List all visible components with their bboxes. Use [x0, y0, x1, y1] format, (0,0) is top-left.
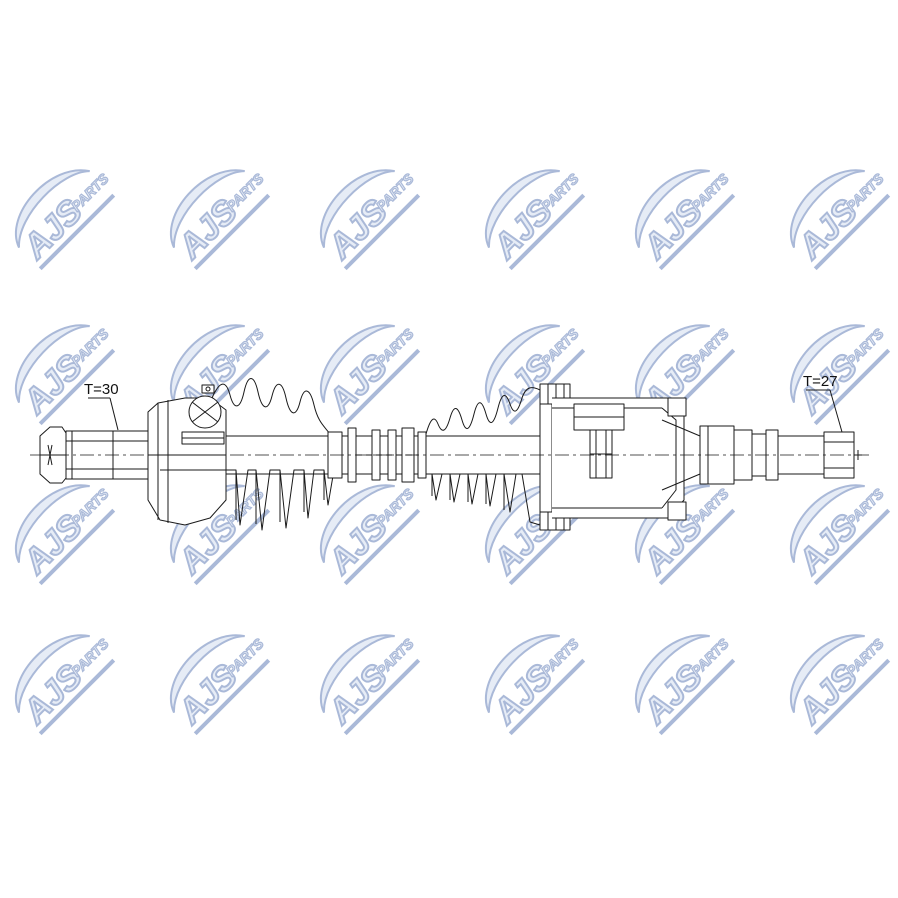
outer-boot-profile	[211, 378, 343, 437]
inner-joint-housing	[539, 383, 701, 531]
inner-boot-profile	[425, 387, 541, 435]
inner-boot-section	[426, 473, 541, 526]
outer-cv-joint-housing	[147, 384, 227, 526]
left-spline-teeth-label: T=30	[84, 381, 119, 398]
outer-boot-section	[160, 469, 342, 531]
right-spline-teeth-label: T=27	[803, 373, 838, 390]
